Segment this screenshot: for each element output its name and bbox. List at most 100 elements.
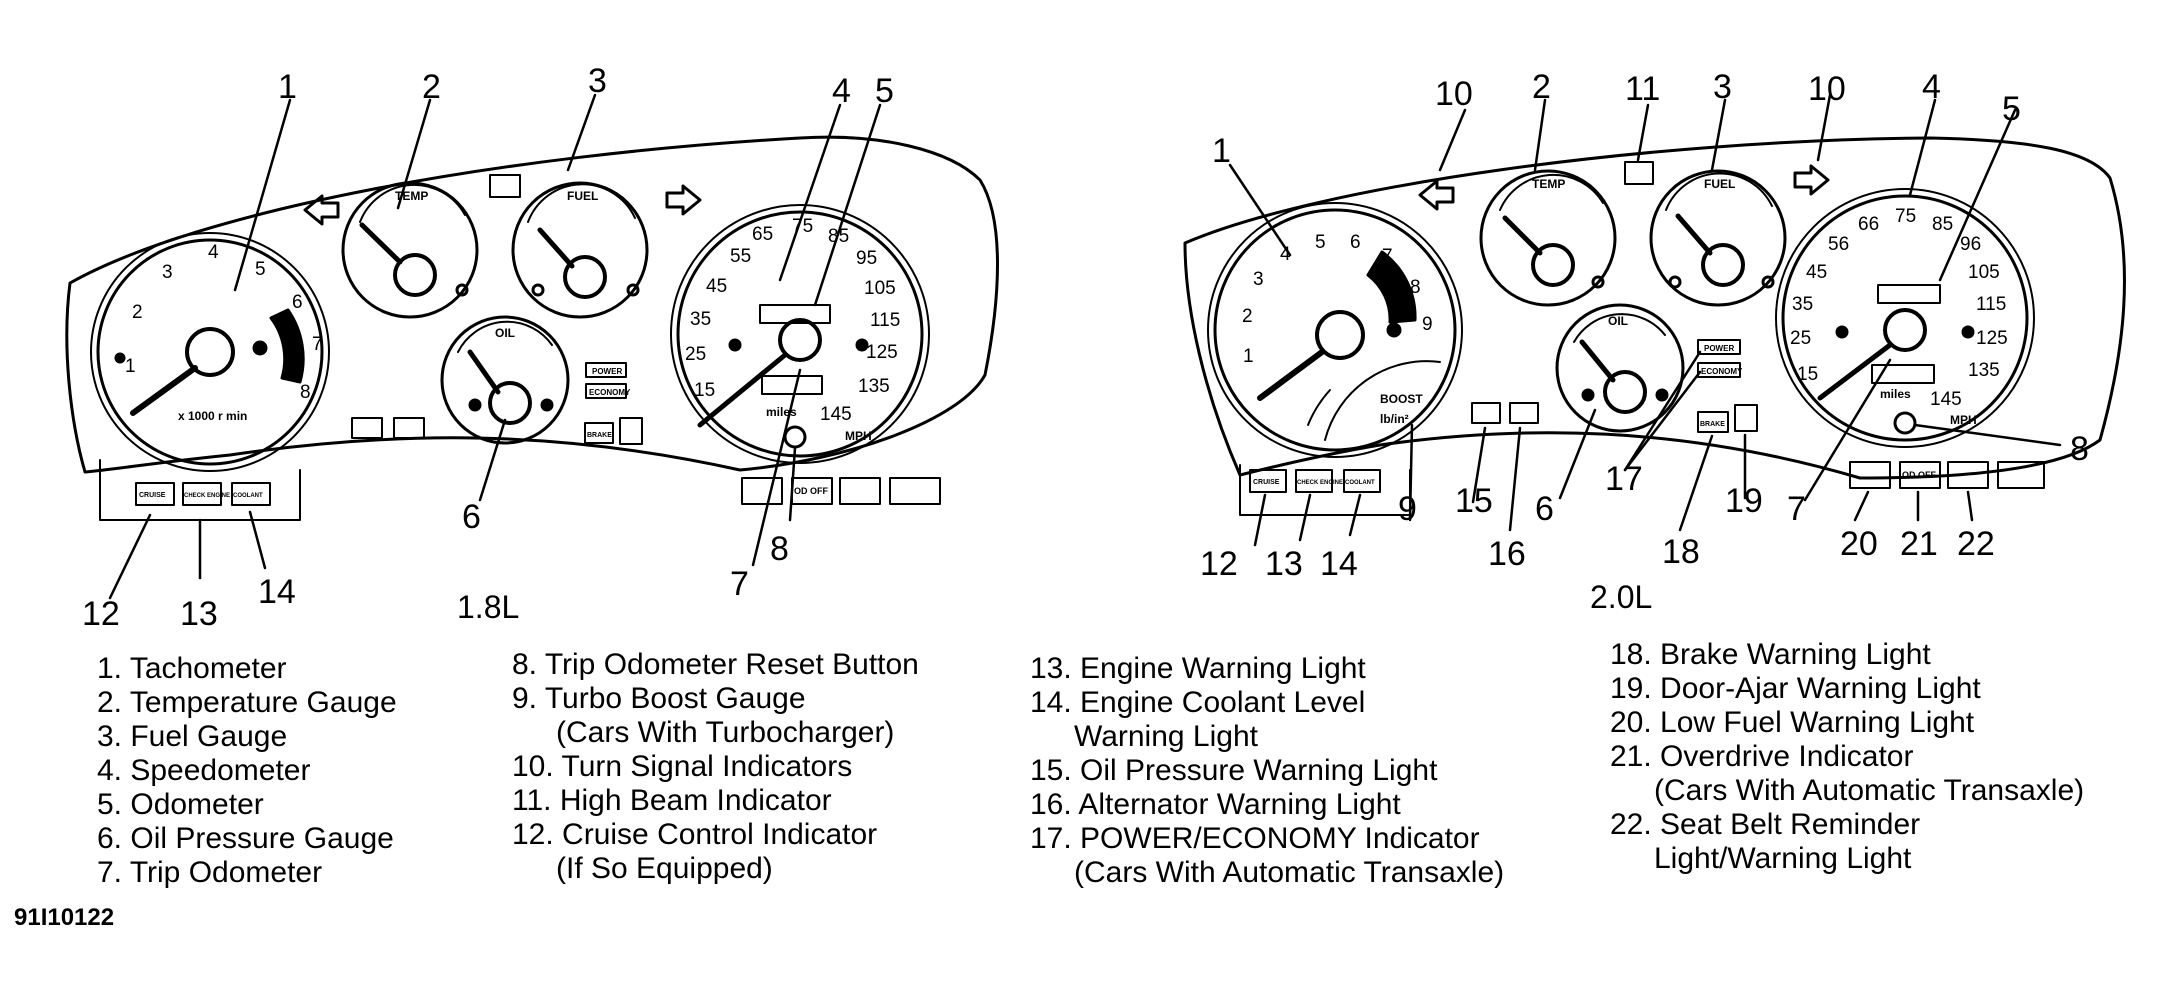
- temperature-gauge-1-8l: [341, 181, 479, 319]
- speedo-number: 105: [864, 278, 896, 299]
- left-turn-arrow-2-0l: [1418, 179, 1455, 211]
- speedo-number: 15: [1797, 364, 1818, 385]
- speedo-number: 85: [828, 226, 849, 247]
- callout-label: 2: [1532, 68, 1551, 106]
- tach-number: 7: [312, 334, 323, 355]
- boost-label: BOOST: [1380, 392, 1423, 406]
- economy-indicator-label: ECONOMY: [589, 388, 631, 397]
- speedo-number: 115: [1976, 294, 2006, 315]
- left-turn-arrow-1-8l: [303, 194, 340, 226]
- legend-item: 18. Brake Warning Light: [1610, 638, 1931, 671]
- speedo-number: 135: [858, 376, 890, 397]
- cluster-1-8l: [65, 93, 999, 600]
- tach-number: 1: [1243, 346, 1254, 367]
- dial-numbers: 1 2 3 4 5 6 7 8 x 1000 r min 15 25 35 45…: [125, 177, 2008, 499]
- callout-label: 19: [1725, 482, 1763, 520]
- tach-number: 5: [1315, 232, 1326, 253]
- tachometer-2-0l: [1207, 202, 1463, 458]
- power-indicator-label: POWER: [592, 367, 622, 376]
- legend-item: 3. Fuel Gauge: [97, 720, 288, 753]
- cluster-2-0l: [1183, 93, 2126, 547]
- fuel-gauge-1-8l: [511, 181, 649, 319]
- cluster-housing-2-0l: [1183, 136, 2126, 480]
- legend-item: 12. Cruise Control Indicator(If So Equip…: [512, 818, 878, 885]
- callout-label: 5: [875, 72, 894, 110]
- oil-pressure-gauge-1-8l: [440, 315, 570, 445]
- cluster-lower-panel-1-8l: [99, 459, 301, 521]
- speedo-number: 55: [730, 246, 751, 267]
- speedo-number: 135: [1968, 360, 2000, 381]
- callout-label: 3: [1713, 68, 1732, 106]
- tach-number: 1: [125, 356, 136, 377]
- legend-item: 13. Engine Warning Light: [1030, 652, 1366, 685]
- legend-item: 7. Trip Odometer: [97, 856, 323, 889]
- speedo-number: 75: [1895, 206, 1916, 227]
- speedo-number: 15: [694, 380, 715, 401]
- legend-column-4: 18. Brake Warning Light 19. Door-Ajar Wa…: [1610, 638, 2084, 876]
- callout-label: 14: [258, 573, 296, 611]
- legend-item: 17. POWER/ECONOMY Indicator(Cars With Au…: [1030, 822, 1505, 889]
- tach-number: 6: [292, 292, 303, 313]
- callout-label: 20: [1840, 525, 1878, 563]
- speedo-number: 145: [1930, 389, 1962, 410]
- trip-odometer-window-1-8l: [761, 375, 823, 395]
- od-off-lamp-label: OD OFF: [794, 486, 828, 496]
- tach-number: 8: [300, 382, 311, 403]
- legend-item: 8. Trip Odometer Reset Button: [512, 648, 919, 681]
- cruise-lamp-label: CRUISE: [1253, 479, 1280, 486]
- speedo-number: 96: [1960, 234, 1981, 255]
- speedo-number: 25: [1790, 328, 1811, 349]
- cluster-housing-1-8l: [65, 135, 999, 474]
- cluster-lower-panel-2-0l: [1239, 464, 1411, 516]
- speedo-number: 65: [752, 224, 773, 245]
- speedo-number: 45: [1806, 262, 1827, 283]
- speedo-number: 125: [1976, 328, 2008, 349]
- tach-number: 8: [1410, 277, 1421, 298]
- legend-item: 2. Temperature Gauge: [97, 686, 397, 719]
- speedo-unit-miles: miles: [1880, 387, 1911, 401]
- legend-item: 11. High Beam Indicator: [512, 784, 832, 817]
- speedo-number: 56: [1828, 234, 1849, 255]
- speedo-unit-mph: MPH: [845, 429, 872, 443]
- callout-label: 4: [832, 72, 851, 110]
- high-beam-indicator-2-0l: [1624, 161, 1654, 185]
- callout-label: 15: [1455, 482, 1493, 520]
- legend-item: 4. Speedometer: [97, 754, 311, 787]
- callout-label: 1: [1212, 132, 1231, 170]
- callout-label: 4: [1922, 68, 1941, 106]
- tach-number: 7: [1382, 246, 1393, 267]
- callout-label: 8: [770, 530, 789, 568]
- warning-lamps-1-8l: [135, 362, 941, 506]
- callout-label: 11: [1625, 70, 1660, 108]
- tach-number: 3: [1253, 269, 1264, 290]
- legend-column-2: 8. Trip Odometer Reset Button 9. Turbo B…: [512, 648, 919, 886]
- fuel-gauge-label: FUEL: [567, 189, 598, 203]
- check-engine-lamp-label: CHECK ENGINE: [184, 493, 230, 499]
- trip-odometer-window-2-0l: [1871, 364, 1935, 384]
- oil-pressure-gauge-2-0l: [1555, 303, 1685, 433]
- high-beam-indicator-1-8l: [489, 174, 521, 198]
- callout-label: 12: [82, 595, 120, 633]
- callout-label: 7: [1787, 490, 1806, 528]
- tach-number: 2: [1242, 306, 1253, 327]
- right-turn-arrow-1-8l: [665, 184, 702, 216]
- tach-number: 6: [1350, 232, 1361, 253]
- check-engine-lamp-label: CHECK ENGINE: [1297, 480, 1343, 486]
- callout-label: 5: [2002, 90, 2021, 128]
- callout-label: 21: [1900, 525, 1938, 563]
- variant-label-2-0l: 2.0L: [1590, 579, 1652, 615]
- callout-label: 6: [1535, 490, 1554, 528]
- right-turn-arrow-2-0l: [1793, 164, 1830, 196]
- oil-gauge-label: OIL: [1608, 314, 1628, 328]
- temperature-gauge-2-0l: [1479, 169, 1617, 307]
- callout-label: 6: [462, 498, 481, 536]
- figure-id: 91I10122: [14, 904, 115, 931]
- temp-gauge-label: TEMP: [1532, 177, 1565, 191]
- speedo-number: 66: [1858, 214, 1879, 235]
- oil-gauge-label: OIL: [495, 326, 515, 340]
- variant-label-1-8l: 1.8L: [457, 589, 519, 625]
- warning-lamps-2-0l: [1249, 339, 2045, 493]
- odometer-window-1-8l: [759, 304, 831, 324]
- callout-label: 12: [1200, 545, 1238, 583]
